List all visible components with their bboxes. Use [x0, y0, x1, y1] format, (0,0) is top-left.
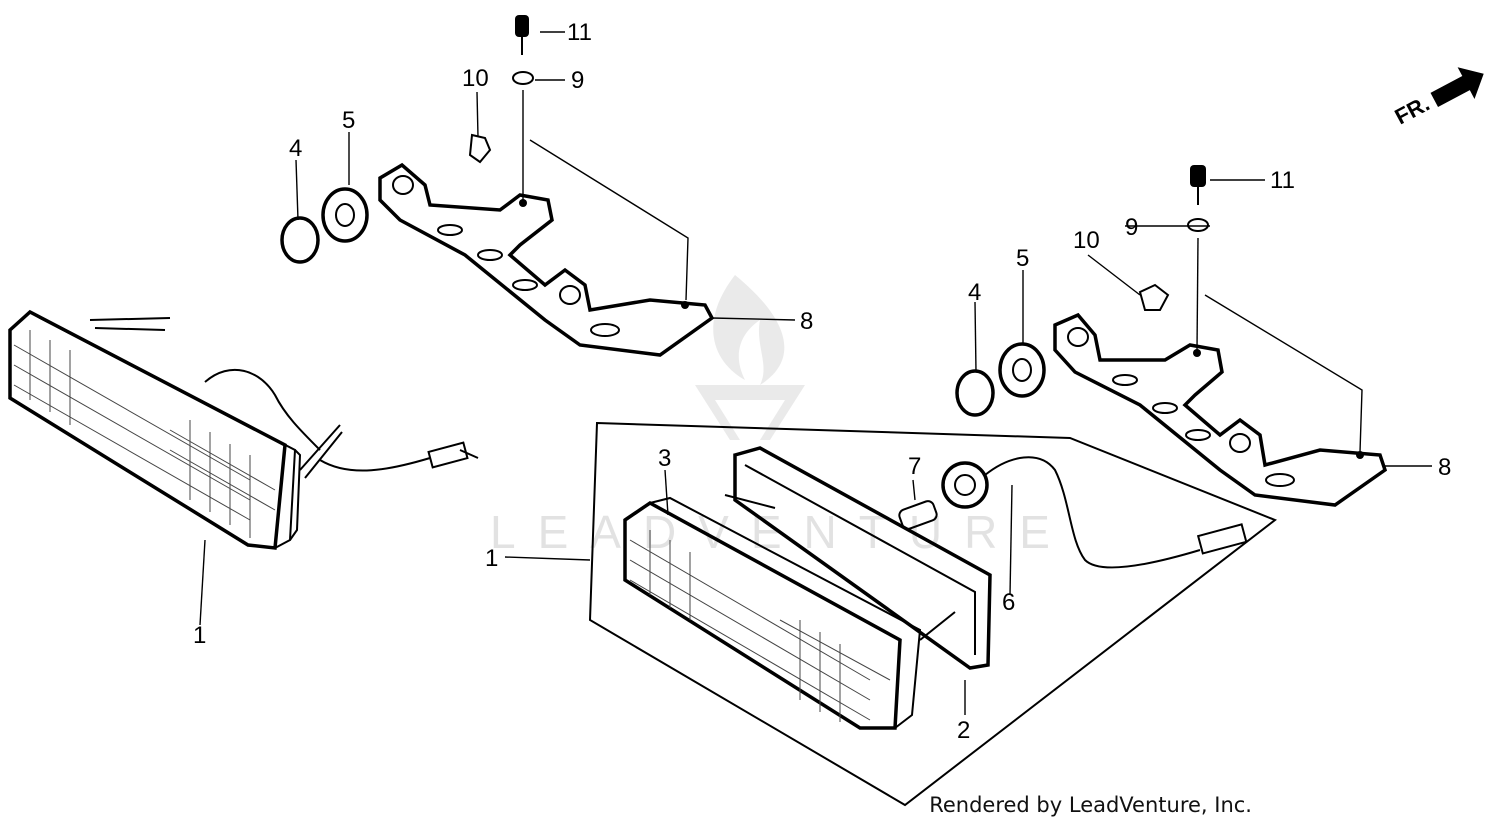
right-bracket: [955, 165, 1388, 507]
callout-grommet-right: 5: [1016, 245, 1029, 272]
callout-bracket-left: 8: [800, 308, 813, 335]
callout-grommet-left: 5: [342, 107, 355, 134]
callout-bolt-left: 11: [567, 19, 592, 46]
leader-lines: [199, 31, 1432, 715]
callout-washer-left: 4: [289, 135, 302, 162]
left-tail-lamp: [8, 309, 479, 550]
callout-lamp-assy: 1: [485, 545, 498, 572]
watermark-logo: LEADVENTURE: [490, 275, 1072, 558]
callout-gasket: 2: [957, 717, 970, 744]
callout-lamp-left: 1: [193, 622, 206, 649]
left-bracket: [280, 15, 715, 357]
callout-lens: 3: [658, 445, 671, 472]
callout-bulb: 7: [908, 453, 921, 480]
render-credit: Rendered by LeadVenture, Inc.: [929, 793, 1252, 817]
front-arrow-label: FR.: [1391, 91, 1434, 130]
watermark-text: LEADVENTURE: [490, 506, 1072, 558]
callout-bracket-right: 8: [1438, 454, 1451, 481]
callout-washer9-right: 9: [1125, 214, 1138, 241]
front-arrow-icon: FR.: [1391, 67, 1484, 130]
callout-nut-left: 10: [462, 65, 489, 92]
callout-socket: 6: [1002, 589, 1015, 616]
callout-washer9-left: 9: [571, 67, 584, 94]
callout-nut-right: 10: [1073, 227, 1100, 254]
right-tail-lamp-assy: [588, 421, 1277, 807]
callout-washer-right: 4: [968, 279, 981, 306]
socket-and-wiring: [898, 456, 1248, 569]
callout-numbers: 1 1 2 3 4 5 4 5 6 7 8 8 9 9 10 10 11 11: [193, 19, 1451, 744]
callout-bolt-right: 11: [1270, 167, 1295, 194]
